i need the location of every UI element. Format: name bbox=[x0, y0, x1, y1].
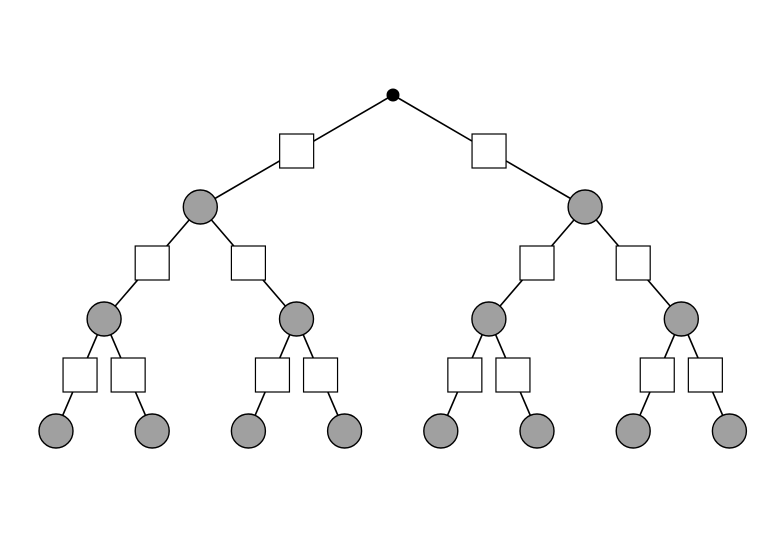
square-node bbox=[615, 245, 651, 281]
circle-node bbox=[567, 189, 603, 225]
square-node bbox=[62, 357, 98, 393]
square-node bbox=[495, 357, 531, 393]
circle-node bbox=[230, 413, 267, 449]
square-node bbox=[110, 357, 146, 393]
circle-node bbox=[38, 413, 74, 449]
circle-node bbox=[471, 301, 507, 337]
circle-node bbox=[86, 301, 122, 337]
circle-node bbox=[134, 413, 170, 449]
square-node bbox=[254, 357, 291, 393]
nodes bbox=[38, 88, 748, 449]
square-node bbox=[230, 245, 266, 281]
circle-node bbox=[519, 413, 555, 449]
square-node bbox=[134, 245, 170, 281]
circle-node bbox=[663, 301, 699, 337]
circle-node bbox=[278, 301, 315, 337]
circle-node bbox=[182, 189, 219, 225]
square-node bbox=[279, 133, 315, 169]
square-node bbox=[471, 133, 507, 169]
square-node bbox=[302, 357, 339, 393]
square-node bbox=[519, 245, 555, 281]
square-node bbox=[639, 357, 675, 393]
circle-node bbox=[326, 413, 363, 449]
circle-node bbox=[423, 413, 459, 449]
square-node bbox=[447, 357, 483, 393]
square-node bbox=[687, 357, 723, 393]
circle-node bbox=[711, 413, 748, 449]
root-node bbox=[386, 88, 400, 102]
circle-node bbox=[615, 413, 651, 449]
